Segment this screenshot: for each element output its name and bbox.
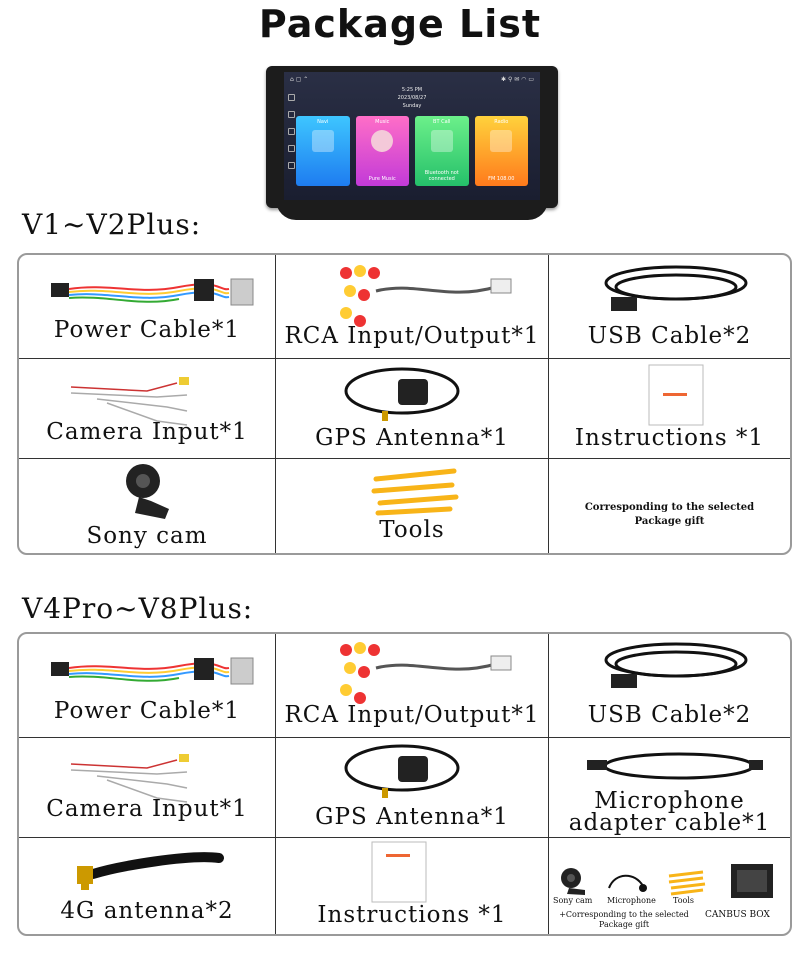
section-heading-v4: V4Pro~V8Plus: — [22, 592, 254, 625]
status-icons: ✱ ⚲ ✉ ◠ ▭ — [501, 75, 534, 83]
gift-note: Corresponding to the selected Package gi… — [584, 502, 755, 527]
instructions-icon — [371, 841, 427, 903]
camera-icon — [126, 464, 169, 519]
item-label: Camera Input*1 — [46, 796, 248, 822]
item-label: 4G antenna*2 — [60, 898, 234, 924]
head-unit-image: ⌂ ▢ ⌃ ✱ ⚲ ✉ ◠ ▭ 5:25 PM 2023/08/27 Sunda… — [266, 66, 558, 220]
package-item: RCA Input/Output*1 — [276, 255, 549, 359]
camera-input-cable-icon — [70, 754, 189, 803]
gps-antenna-icon — [344, 367, 460, 421]
package-item: Camera Input*1 — [19, 738, 276, 838]
package-table-v1: Power Cable*1 RCA Input/Output*1 USB Cab… — [17, 253, 792, 555]
rca-cable-icon — [340, 642, 512, 704]
gift-label-microphone: Microphone — [607, 896, 656, 905]
usb-cable-icon — [604, 642, 748, 688]
item-label: RCA Input/Output*1 — [284, 323, 540, 349]
package-item: Sony cam — [19, 459, 276, 553]
item-label: Instructions *1 — [317, 902, 507, 928]
tools-icon — [668, 870, 706, 896]
section-heading-v1: V1~V2Plus: — [22, 208, 202, 241]
power-cable-icon — [51, 657, 254, 685]
package-item: Power Cable*1 — [19, 634, 276, 738]
package-item: Corresponding to the selected Package gi… — [549, 459, 790, 553]
package-item: RCA Input/Output*1 — [276, 634, 549, 738]
power-cable-icon — [51, 278, 254, 306]
package-gift-cell: Sony cam Microphone Tools CANBUS BOX +Co… — [549, 838, 790, 934]
item-label: USB Cable*2 — [587, 702, 752, 728]
item-label: GPS Antenna*1 — [315, 425, 509, 451]
tools-icon — [371, 468, 459, 516]
package-item: USB Cable*2 — [549, 255, 790, 359]
package-item: Instructions *1 — [276, 838, 549, 934]
package-item: 4G antenna*2 — [19, 838, 276, 934]
item-label: Power Cable*1 — [53, 698, 241, 724]
item-label: Power Cable*1 — [53, 317, 241, 343]
canbus-box-icon — [731, 864, 773, 898]
usb-cable-icon — [604, 265, 748, 311]
item-label: Tools — [379, 517, 445, 543]
item-label: USB Cable*2 — [587, 323, 752, 349]
package-item: GPS Antenna*1 — [276, 738, 549, 838]
package-item: Microphone adapter cable*1 — [549, 738, 790, 838]
clock-day: Sunday — [402, 103, 422, 109]
package-item: USB Cable*2 — [549, 634, 790, 738]
4g-antenna-icon — [77, 852, 224, 890]
clock-date: 2023/08/27 — [397, 95, 427, 101]
item-label: Sony cam — [86, 523, 208, 549]
gift-label-canbus: CANBUS BOX — [705, 910, 770, 920]
page-title: Package List — [258, 2, 542, 46]
gift-label-sony-cam: Sony cam — [553, 896, 593, 905]
app-tile-navi: Navi — [296, 116, 350, 186]
gift-label-tools: Tools — [673, 896, 695, 905]
item-label: RCA Input/Output*1 — [284, 702, 540, 728]
gift-note: +Corresponding to the selected Package g… — [559, 910, 689, 929]
head-unit-screen: ⌂ ▢ ⌃ ✱ ⚲ ✉ ◠ ▭ 5:25 PM 2023/08/27 Sunda… — [284, 72, 540, 200]
item-label: Instructions *1 — [574, 425, 765, 451]
package-item: GPS Antenna*1 — [276, 359, 549, 459]
item-label: GPS Antenna*1 — [315, 804, 509, 830]
gps-antenna-icon — [344, 744, 460, 798]
camera-icon — [561, 868, 585, 895]
microphone-cable-icon — [587, 752, 763, 780]
home-icon: ⌂ ▢ ⌃ — [290, 75, 309, 83]
rca-cable-icon — [340, 265, 512, 327]
package-table-v4: Power Cable*1 RCA Input/Output*1 USB Cab… — [17, 632, 792, 936]
package-item: Power Cable*1 — [19, 255, 276, 359]
camera-input-cable-icon — [70, 377, 189, 426]
package-item: Tools — [276, 459, 549, 553]
item-label: Microphone adapter cable*1 — [568, 788, 771, 836]
package-item: Camera Input*1 — [19, 359, 276, 459]
clock-time: 5:25 PM — [401, 87, 423, 93]
microphone-icon — [608, 874, 647, 892]
item-label: Camera Input*1 — [46, 419, 248, 445]
package-item: Instructions *1 — [549, 359, 790, 459]
instructions-icon — [648, 364, 704, 426]
